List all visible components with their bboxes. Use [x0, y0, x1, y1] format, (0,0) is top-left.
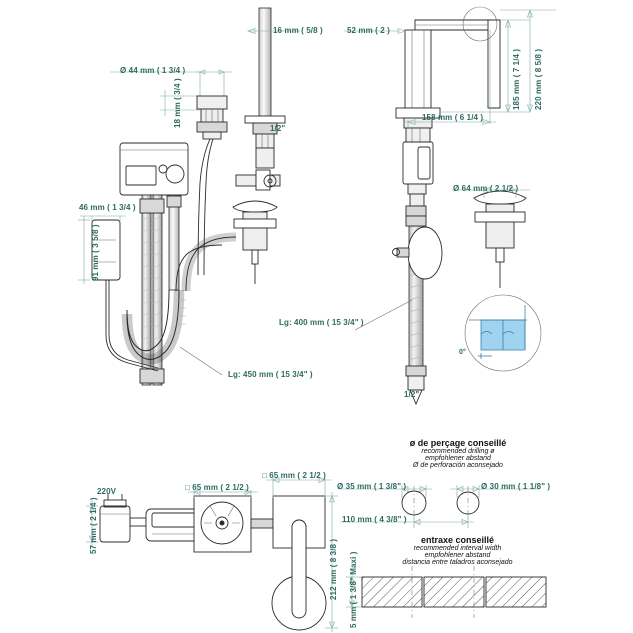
dim-valve-box-b: □ 65 mm ( 2 1/2 ): [262, 471, 326, 480]
faucet-side-elevation: [392, 6, 501, 406]
dim-interval-width: 110 mm ( 4 3/8" ): [342, 515, 407, 524]
dim-deck-thickness: 5 mm ( 1 3/8" Maxi ): [349, 551, 358, 629]
supply-riser-left-view: [244, 7, 286, 169]
dim-spout-flange-dia: Ø 44 mm ( 1 3/4 ): [120, 66, 186, 75]
dim-spout-height: 185 mm ( 7 1/4 ): [512, 48, 521, 110]
control-box-flexible-hoses: [139, 194, 182, 386]
drain-hose-upper: [175, 232, 237, 325]
spout-flange-left-view: [196, 95, 228, 140]
dimension-lines-spout-flange: [110, 69, 232, 116]
dim-supply-thread-left: 1/2": [270, 124, 286, 133]
dim-supply-thread-right: 1/2": [404, 390, 420, 399]
pop-up-drain-right-view: [452, 187, 530, 288]
dim-valve-box-a: □ 65 mm ( 2 1/2 ): [185, 483, 249, 492]
dim-transformer-height: 57 mm ( 2 1/4 ): [89, 497, 98, 554]
leader-line-450: [179, 346, 223, 376]
deck-section-hatch: [346, 566, 547, 618]
dim-spout-reach: 158 mm ( 6 1/4 ): [422, 113, 484, 122]
dim-drain-rod-width: 16 mm ( 5/8 ): [273, 26, 323, 35]
dim-drain-cap-dia: Ø 64 mm ( 2 1/2 ): [453, 184, 519, 193]
note-drilling-line2: recommended drilling ø: [421, 448, 495, 455]
drilling-holes-diagram: [340, 485, 540, 528]
dim-transformer-voltage: 220V: [97, 487, 117, 496]
sensor-cable-left: [197, 138, 214, 276]
transformer-module-left-view: [78, 215, 159, 372]
note-drilling-line1: ø de perçage conseillé: [409, 438, 507, 448]
dim-hose-length-450: Lg: 450 mm ( 15 3/4" ): [228, 370, 313, 379]
pop-up-drain-left-view: [232, 200, 278, 284]
angle-valve-left-view: [235, 169, 281, 191]
water-level-detail-circle: [464, 294, 542, 372]
note-interval-line3: empfohlener abstand: [424, 552, 491, 559]
dim-body-depth: 52 mm ( 2 ): [347, 26, 390, 35]
leader-line-400: [354, 299, 413, 331]
dimension-lines-bottom-left: [86, 477, 338, 632]
dim-control-box-width: 46 mm ( 1 3/4 ): [79, 203, 136, 212]
dimension-lines-heights: [344, 9, 556, 128]
dim-angle-zero: 0°: [459, 349, 466, 356]
dim-control-box-height: 91 mm ( 3 5/8 ): [91, 224, 100, 281]
dim-total-height: 220 mm ( 8 5/8 ): [534, 48, 543, 110]
electronic-control-box: [119, 142, 189, 196]
dim-lever-length: 212 mm ( 8 3/8 ): [329, 538, 338, 600]
dim-hose-length-400: Lg: 400 mm ( 15 3/4" ): [279, 318, 364, 327]
note-interval-line1: entraxe conseillé: [420, 535, 495, 545]
dim-spout-flange-height: 18 mm ( 3/4 ): [173, 78, 182, 128]
dim-drill-hole-35: Ø 35 mm ( 1 3/8" ): [337, 482, 407, 491]
note-drilling-line4: Ø de perforación aconsejado: [413, 462, 503, 469]
note-interval-line2: recommended interval width: [413, 545, 502, 552]
drain-hose-loop: [121, 289, 185, 365]
transformer-plug-bottom-view: [99, 494, 147, 543]
note-interval-line4: distancia entre taladros aconsejado: [402, 559, 513, 566]
dimension-lines-16mm: [247, 28, 300, 34]
note-drilling: ø de perçage conseillé recommended drill…: [388, 438, 528, 469]
dim-drill-hole-30: Ø 30 mm ( 1 1/8" ): [481, 482, 551, 491]
lever-handle-bottom-view: [271, 495, 327, 631]
note-interval: entraxe conseillé recommended interval w…: [375, 535, 540, 566]
solenoid-valve-bottom-view: [193, 495, 274, 553]
note-drilling-line3: empfohlener abstand: [425, 455, 491, 462]
